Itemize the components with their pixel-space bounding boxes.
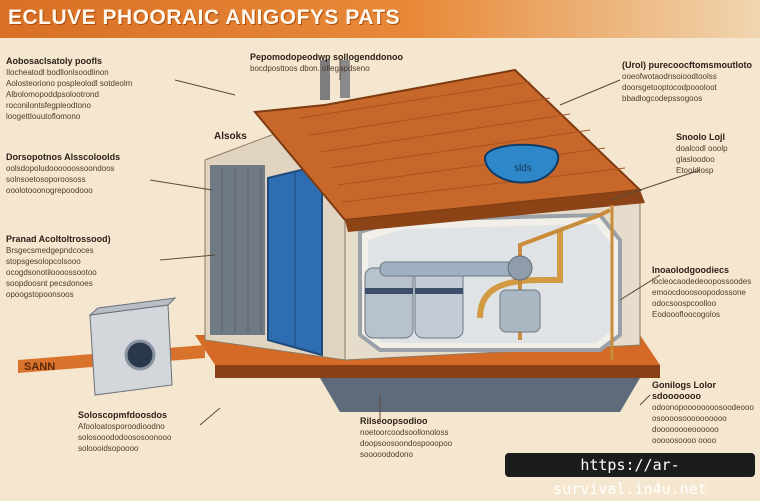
pump-valve [507,255,533,281]
unit-fan [124,339,156,371]
roof-tiles [299,81,626,203]
roof [253,68,643,222]
callout-body: noetoorcoodsoollonoloss doopsoosoondospo… [360,428,453,459]
copper-pipe [477,230,563,319]
louver-lines [221,168,262,332]
callout-body: odoonopoooooooosoodeooo osoooosooooooooo… [652,403,754,445]
callout-body: Afooloatosporoodioodno solosooododoososo… [78,422,172,453]
eave-tag: Alsoks [214,131,247,142]
manifold-pipe [379,261,531,277]
callout-heading: Rilseoopsodioo [360,416,428,426]
callout-body: oolsdopoludoooooossoondoos solnsoetosopo… [6,164,115,195]
callout-body: ooeofwotaodnsoioodtoolss doorsgetooptoco… [622,72,717,103]
page-title: ECLUVE PHOORAIC ANIGOFYS PATS [8,6,401,29]
roof-badge [483,143,560,184]
roof-badge-label: slds [514,163,532,174]
foundation-edge [215,365,660,378]
callout-heading: Dorsopotnos Alsscoloolds [6,152,121,162]
callout-bottom-left: Soloscopmfdoosdos Afooloatosporoodioodno… [78,410,228,454]
callout-right-mid: Inoaolodgoodiecs locleocaodedeoopossoode… [652,265,756,320]
callout-top-center: Pepomodopeodwp sollogenddonoo bocdpostto… [250,52,450,74]
side-tag: SANN [24,361,56,373]
tank-1 [364,267,414,339]
tank-2 [414,267,464,339]
callout-heading: Inoaolodgoodiecs [652,265,730,275]
callout-heading: Pepomodopeodwp sollogenddonoo [250,52,403,62]
callout-heading: Aobosaclsatoly poofls [6,56,103,66]
louvered-panel [210,165,265,335]
callout-right-small: Snoolo Lojl doalcodl ooolp glasloodoo Et… [676,132,756,176]
roof-fascia [345,190,645,232]
pump [499,289,541,333]
watermark-url: https://ar-survival.in4u.net [505,453,755,498]
callout-heading: Gonilogs Lolor sdooooooo [652,380,716,401]
callout-body: bocdposttoos dbon. ollegapdseno [250,64,370,73]
callout-left-lower: Pranad Acoltoltrossood) Brsgecsmedgepndc… [6,234,166,300]
callout-body: locleocaodedeoopossoodes emoocdooosoopod… [652,277,752,319]
base-shadow [320,378,640,412]
callout-bottom-center: Rilseoopsodioo noetoorcoodsoollonoloss d… [360,416,510,460]
house-cutaway-illustration [18,60,701,426]
callout-heading: (Urol) purecoocftomsmoutloto [622,60,752,70]
leader-lines [149,60,701,426]
callout-top-right: (Urol) purecoocftomsmoutloto ooeofwotaod… [622,60,756,104]
vent-pipe-1 [320,60,330,100]
callout-heading: Snoolo Lojl [676,132,725,142]
callout-left-mid: Dorsopotnos Alsscoloolds oolsdopoludoooo… [6,152,156,196]
vent-pipe-2 [340,60,350,98]
callout-body: Brsgecsmedgepndcoces stopsgesolopcolsooo… [6,246,97,299]
title-bar: ECLUVE PHOORAIC ANIGOFYS PATS [0,0,760,38]
callout-body: doalcodl ooolp glasloodoo Etooldlosp [676,144,728,175]
callout-top-left: Aobosaclsatoly poofls Ilocheatodl bodllo… [6,56,181,122]
callout-body: Ilocheatodl bodllonlsoodlinon Aolosteori… [6,68,133,121]
callout-heading: Soloscopmfdoosdos [78,410,168,420]
callout-right-bottom: Gonilogs Lolor sdooooooo odoonopoooooooo… [652,380,756,446]
callout-heading: Pranad Acoltoltrossood) [6,234,111,244]
